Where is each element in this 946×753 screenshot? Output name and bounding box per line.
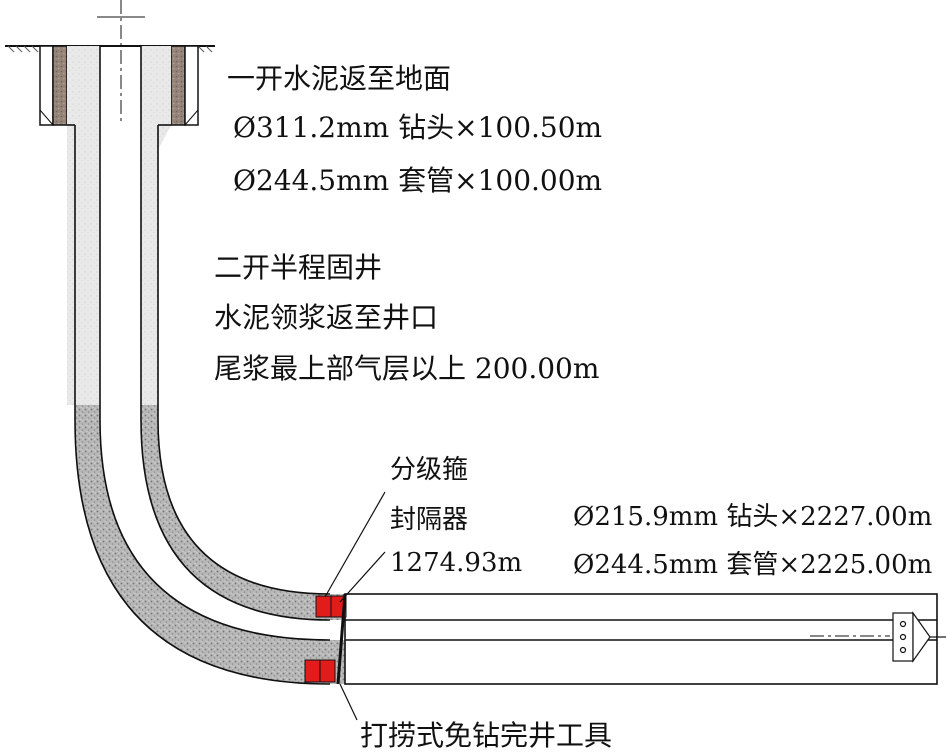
horizontal-section (344, 593, 938, 685)
stage-collar-depth: 1274.93m (390, 548, 522, 578)
lead-slurry-note: 水泥领浆返至井口 (214, 301, 438, 334)
tail-slurry-zone (75, 405, 345, 684)
lead-slurry-zone-right (141, 46, 171, 405)
centerline (97, 0, 890, 637)
casing-inner-wall (140, 46, 331, 621)
stage-collar-packer (304, 593, 347, 685)
tail-slurry-note: 尾浆最上部气层以上 200.00m (214, 352, 599, 385)
leader-lines (324, 491, 386, 721)
horizontal-casing-spec: Ø244.5mm 套管×2225.00m (573, 550, 932, 580)
surface-bit-spec: Ø311.2mm 钻头×100.50m (233, 111, 602, 144)
borehole-outer-wall (74, 125, 331, 685)
stage-collar-label: 分级箍 (390, 455, 468, 485)
completion-tool (892, 611, 946, 663)
surface-cement-note: 一开水泥返至地面 (227, 62, 451, 95)
surface-cement-sleeve (39, 45, 199, 126)
horizontal-bit-spec: Ø215.9mm 钻头×2227.00m (573, 502, 932, 532)
surface-casing-spec: Ø244.5mm 套管×100.00m (233, 164, 602, 197)
casing-outer-wall (99, 46, 331, 641)
tail-slurry-zone-right (141, 405, 345, 620)
second-section-title: 二开半程固井 (214, 251, 382, 284)
completion-tool-label: 打捞式免钻完井工具 (360, 719, 612, 752)
borehole-inner-wall (157, 125, 331, 595)
packer-label: 封隔器 (390, 505, 468, 535)
well-walls (67, 46, 331, 685)
